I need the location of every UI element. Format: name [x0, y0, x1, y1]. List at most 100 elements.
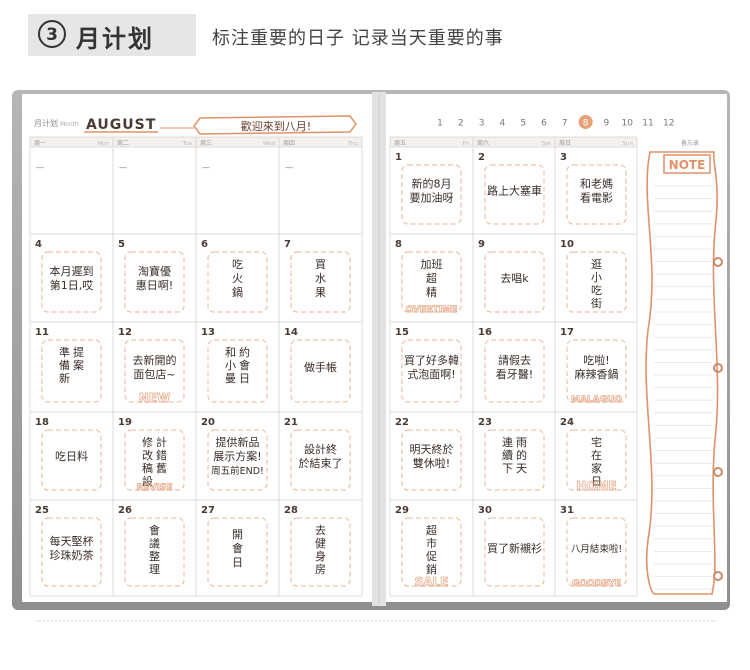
day-note-text: 提供新品	[216, 435, 260, 449]
day-note-text: 看電影	[580, 191, 613, 205]
doodle-frame	[207, 251, 268, 313]
day-note-text: 準	[59, 345, 70, 359]
weekday-label: 周日	[559, 140, 571, 147]
doodle-frame	[41, 517, 102, 587]
day-note-text: 雙休啦!	[413, 456, 450, 470]
weekday-label-en: Mon	[97, 141, 109, 147]
day-note-text: 市	[426, 536, 437, 550]
day-number: 24	[560, 417, 574, 428]
day-note-text: 家	[591, 461, 602, 475]
empty-day-mark: —	[202, 163, 210, 172]
day-number: 31	[560, 505, 574, 516]
day-note-text: 開	[232, 528, 243, 541]
day-note-text: 超	[426, 523, 437, 537]
doodle-frame	[401, 517, 462, 587]
month-name: AUGUST	[86, 117, 156, 133]
day-number: 8	[395, 239, 402, 250]
day-note-text: 天	[516, 462, 527, 475]
month-number: 8	[583, 119, 589, 129]
weekday-label-en: Wed	[263, 141, 275, 147]
day-note-text: 吃日料	[55, 449, 88, 463]
doodle-frame	[124, 251, 185, 313]
day-note-text: 去唱k	[500, 272, 529, 285]
decor-word: OVERTIME	[406, 305, 458, 315]
note-header: 备忘录	[681, 139, 699, 147]
day-note-text: 水	[315, 272, 326, 285]
doodle-frame	[484, 517, 545, 587]
day-note-text: 看牙醫!	[496, 367, 533, 381]
day-note-text: 第1日,哎	[50, 278, 94, 292]
doodle-frame	[401, 339, 462, 403]
day-note-text: 續	[502, 448, 513, 462]
doodle-frame	[484, 164, 545, 225]
day-note-text: 連	[502, 435, 513, 449]
day-note-text: 下	[502, 462, 513, 475]
current-month-marker	[578, 115, 593, 129]
day-note-text: 曼	[225, 372, 236, 385]
day-note-text: 健	[315, 537, 326, 550]
day-number: 5	[118, 239, 125, 250]
doodle-frame	[484, 339, 545, 403]
doodle-frame	[290, 251, 351, 313]
empty-day-mark: —	[285, 163, 293, 172]
day-note-text: 銷	[426, 562, 437, 576]
footer-dotted-divider	[36, 620, 716, 622]
day-note-text: 要加油呀	[410, 191, 454, 205]
day-note-text: 促	[426, 549, 437, 563]
calendar-cells: 1新的8月要加油呀2路上大塞車3和老媽看電影4本月遲到第1日,哎5淘寶優惠日啊!…	[35, 152, 627, 589]
decor-word: NEW	[139, 391, 170, 405]
day-number: 29	[395, 505, 409, 516]
day-note-text: 設	[142, 474, 153, 488]
day-cell-18: 18 吃日料	[35, 417, 102, 491]
month-number: 7	[562, 119, 568, 129]
month-number: 12	[663, 119, 674, 129]
month-plan-label: 月计划	[34, 118, 58, 128]
doodle-frame	[41, 429, 102, 491]
month-number: 9	[604, 119, 610, 129]
day-note-text: 理	[149, 563, 160, 576]
weekday-label: 周二	[117, 140, 129, 147]
weekday-label-en: Tue	[182, 141, 193, 147]
day-note-text: 雨	[516, 436, 527, 449]
weekday-label-en: Fri	[462, 141, 469, 147]
day-note-text: 稿	[142, 461, 153, 475]
doodle-frame	[401, 429, 462, 491]
day-number: 25	[35, 505, 49, 516]
day-number: 19	[118, 417, 132, 428]
weekday-label-en: Sat	[542, 141, 552, 147]
day-note-text: 房	[315, 563, 326, 576]
doodle-frame	[207, 517, 268, 587]
day-number: 7	[284, 239, 291, 250]
day-note-text: 案	[73, 358, 84, 372]
binder-rings	[713, 257, 723, 581]
weekday-label-en: Sun	[623, 141, 634, 147]
day-number: 6	[201, 239, 208, 250]
day-note-text: 周五前END!	[211, 465, 264, 477]
section-title: 月计划	[76, 25, 154, 53]
day-note-text: 展示方案!	[213, 449, 261, 463]
day-note-text: 麻辣香鍋	[575, 367, 619, 381]
day-note-text: 珍珠奶茶	[50, 548, 94, 562]
day-note-text: 約	[239, 345, 250, 359]
weekday-label: 周一	[34, 140, 46, 147]
day-note-text: 會	[232, 541, 243, 555]
day-note-text: 改	[142, 448, 153, 462]
day-note-text: 吃啦!	[583, 353, 609, 367]
doodle-frame	[290, 517, 351, 587]
doodle-frame	[566, 517, 627, 587]
day-note-text: 整	[149, 549, 160, 563]
day-number: 30	[478, 505, 492, 516]
month-number: 2	[458, 119, 464, 129]
day-number: 18	[35, 417, 49, 428]
